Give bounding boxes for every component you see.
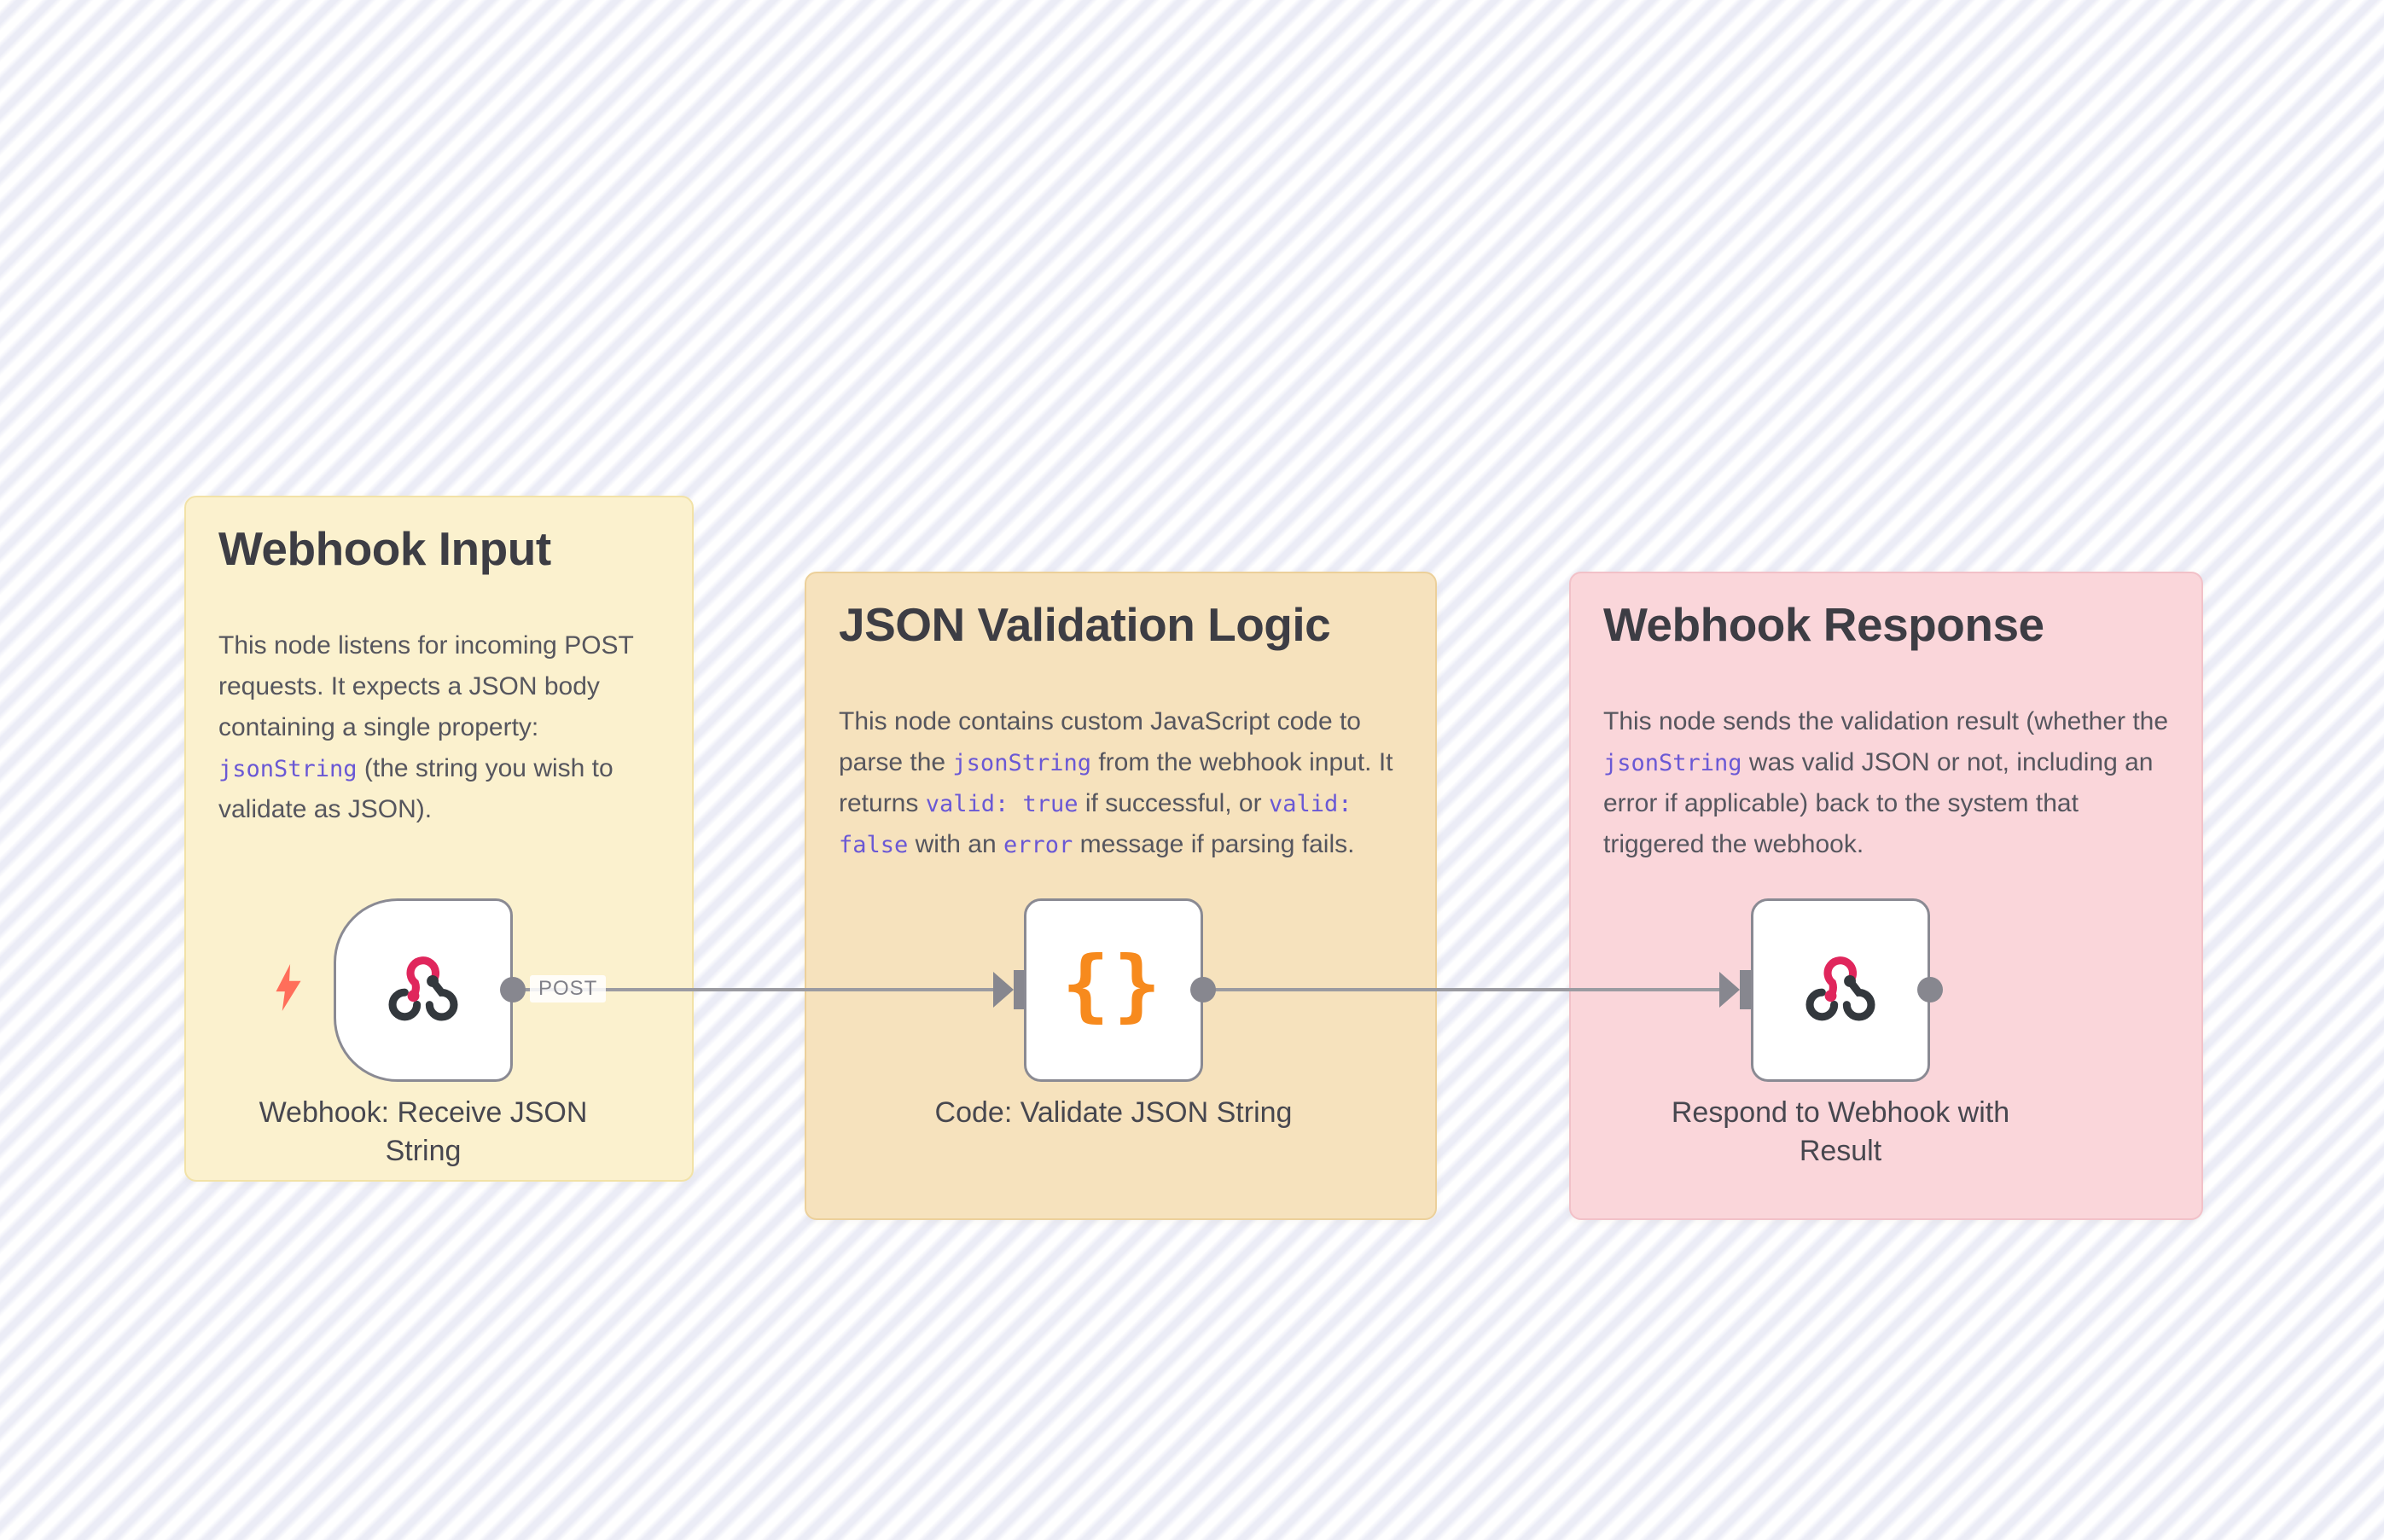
node-label: Webhook: Receive JSON String xyxy=(259,1096,588,1167)
output-connector-dot[interactable] xyxy=(500,977,526,1002)
output-connector-dot[interactable] xyxy=(1917,977,1943,1002)
sticky-body: This node contains custom JavaScript cod… xyxy=(839,707,1393,858)
node-webhook-trigger[interactable] xyxy=(334,898,513,1082)
sticky-note-webhook-response[interactable]: Webhook Response This node sends the val… xyxy=(1569,572,2203,1220)
output-connector-dot[interactable] xyxy=(1190,977,1216,1002)
sticky-title: JSON Validation Logic xyxy=(839,598,1331,651)
webhook-icon xyxy=(1805,956,1875,1020)
input-connector-bar[interactable] xyxy=(1014,970,1025,1009)
node-label: Code: Validate JSON String xyxy=(934,1096,1293,1129)
sticky-title: Webhook Input xyxy=(218,522,551,575)
node-respond-to-webhook[interactable] xyxy=(1751,898,1930,1082)
connection-code-to-respond[interactable] xyxy=(1205,988,1725,991)
sticky-note-json-validation-logic[interactable]: JSON Validation Logic This node contains… xyxy=(805,572,1437,1220)
node-label: Respond to Webhook with Result xyxy=(1671,1096,2010,1167)
input-connector-arrow[interactable] xyxy=(1719,972,1740,1008)
webhook-icon xyxy=(388,956,458,1020)
sticky-body: This node listens for incoming POST requ… xyxy=(218,631,634,823)
input-connector-bar[interactable] xyxy=(1740,970,1751,1009)
sticky-note-webhook-input[interactable]: Webhook Input This node listens for inco… xyxy=(184,496,694,1182)
sticky-body: This node sends the validation result (w… xyxy=(1603,707,2169,858)
connection-webhook-to-code[interactable] xyxy=(515,988,998,991)
code-braces-icon: {} xyxy=(1061,939,1166,1031)
lightning-bolt-icon xyxy=(276,964,301,1011)
connection-label-post: POST xyxy=(530,975,607,1003)
input-connector-arrow[interactable] xyxy=(993,972,1014,1008)
sticky-title: Webhook Response xyxy=(1603,598,2044,651)
node-code[interactable]: {} xyxy=(1024,898,1203,1082)
